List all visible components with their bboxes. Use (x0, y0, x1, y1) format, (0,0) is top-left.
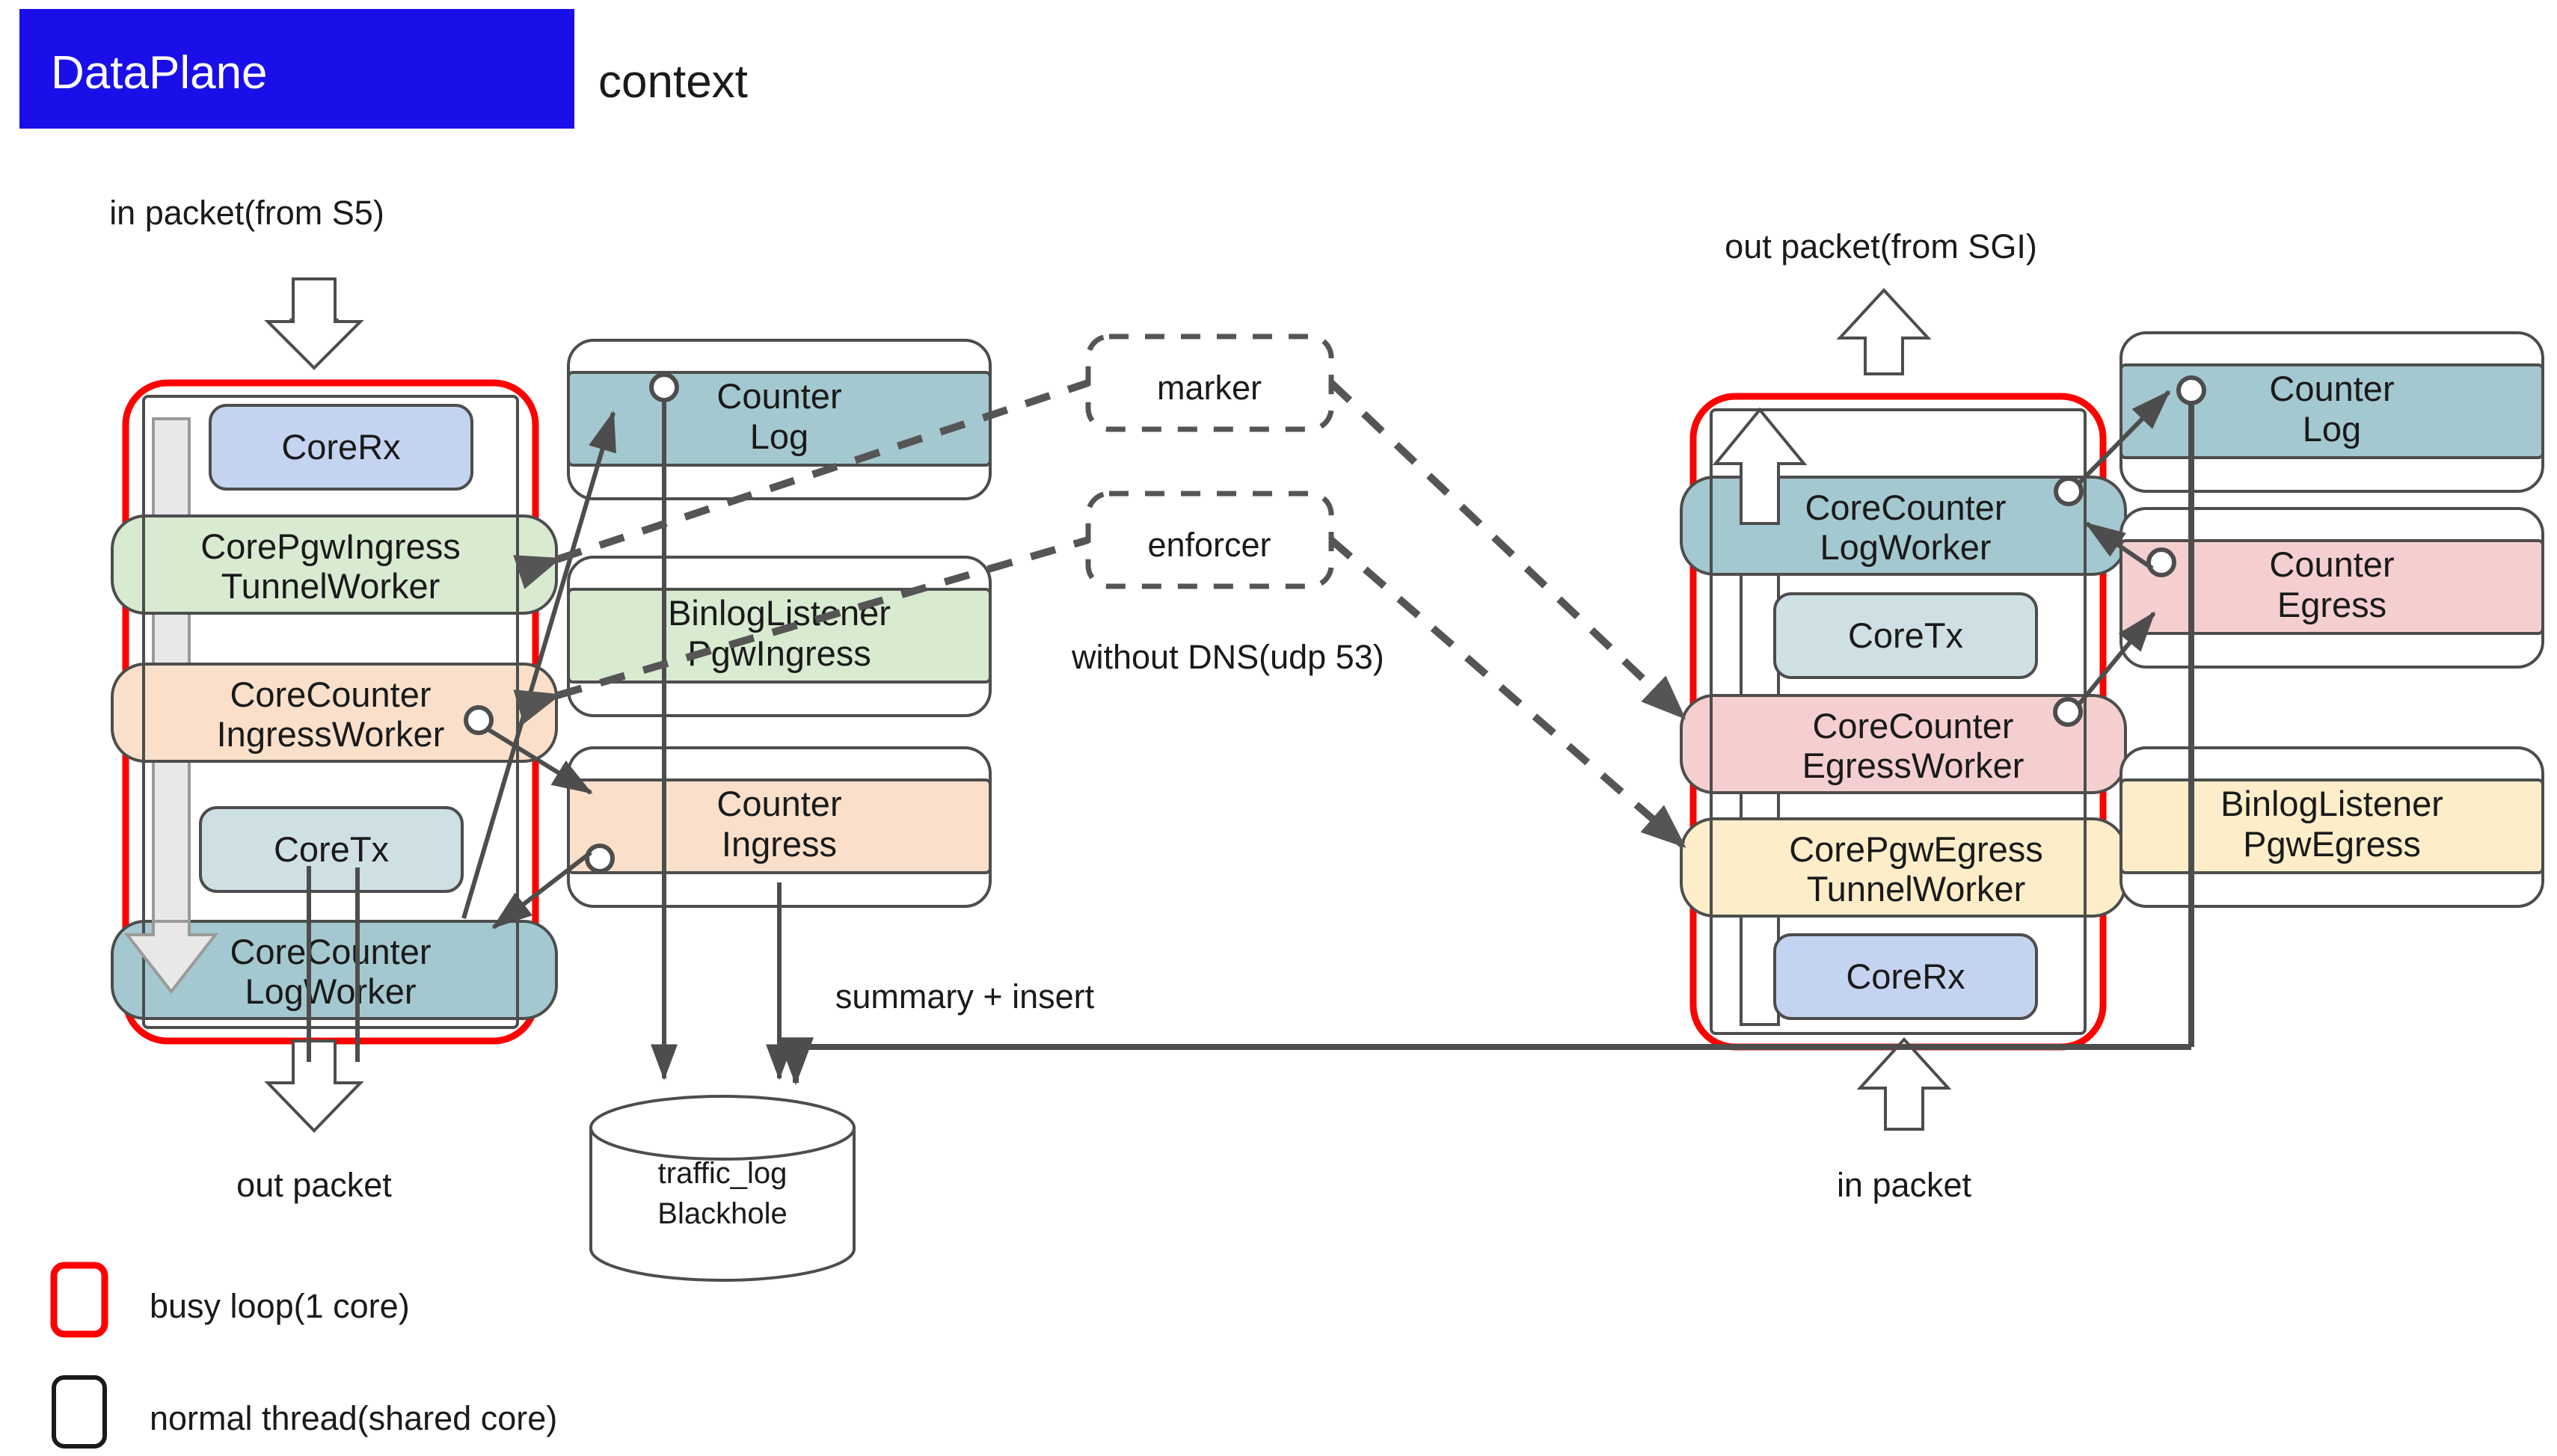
db-label-2: Blackhole (657, 1197, 787, 1230)
left-core-counter-log-worker-label-1: CoreCounter (230, 932, 431, 971)
right-counter-egress-socket (2146, 547, 2176, 577)
conn-dashed-enforcer-to-counter-ingress-worker (513, 536, 1090, 725)
conn-left-logworker-to-counterlog (461, 411, 616, 919)
right-logworker-socket (2054, 476, 2084, 506)
left-thread-counter-ingress-label-2: Ingress (722, 824, 837, 864)
right-core-pgw-egress-tunnel-worker-label-1: CorePgwEgress (1789, 829, 2043, 869)
legend-busy-loop-swatch (50, 1262, 108, 1338)
enforcer-label: enforcer (1147, 526, 1271, 564)
right-core-counter-egress-worker-inner (1710, 694, 2087, 794)
left-thread-counter-ingress[interactable] (567, 778, 992, 874)
left-thread-counter-log-label-1: Counter (716, 376, 841, 416)
out-packet-sgi-label: out packet(from SGI) (1725, 227, 2037, 265)
ingress-flow-arrow-head (123, 920, 219, 995)
dataplane-banner-label: DataPlane (51, 47, 268, 99)
traffic-log-blackhole-db[interactable]: traffic_log Blackhole (589, 1095, 856, 1282)
left-thread-binlog-listener-pgw-ingress[interactable] (567, 588, 992, 684)
db-cylinder-top (589, 1095, 856, 1161)
left-thread-column: Counter Log BinlogListener PgwIngress Co… (567, 339, 992, 908)
conn-left-coretx-bracket (307, 867, 360, 1062)
without-dns-label: without DNS(udp 53) (1071, 638, 1384, 676)
right-thread-binlog-listener-pgw-egress[interactable] (2119, 778, 2544, 874)
left-core-tx[interactable] (199, 806, 464, 893)
right-thread-counter-log-label-2: Log (2303, 409, 2361, 449)
legend-normal-thread-label: normal thread(shared core) (150, 1399, 557, 1437)
in-packet-right-label: in packet (1837, 1166, 1972, 1204)
right-thread-counter-egress-label-1: Counter (2269, 544, 2394, 584)
conn-left-counteringress-to-logworker (491, 850, 592, 930)
legend-normal-thread-swatch (52, 1375, 107, 1449)
dataplane-banner (19, 9, 574, 129)
right-core-pgw-egress-tunnel-worker-label-2: TunnelWorker (1807, 869, 2026, 909)
left-core-pgw-ingress-tunnel-worker-label-1: CorePgwIngress (200, 526, 460, 566)
out-packet-sgi-arrow (1836, 288, 1932, 375)
left-core-counter-ingress-worker-inner (142, 663, 519, 763)
conn-right-logworker-to-counterlog (2075, 390, 2171, 487)
left-core-tx-label: CoreTx (274, 829, 389, 869)
legend-busy-loop-label: busy loop(1 core) (150, 1287, 410, 1325)
right-core-counter-egress-worker-label-1: CoreCounter (1812, 706, 2013, 746)
left-thread-counter-ingress-label-1: Counter (716, 784, 841, 823)
right-thread-counter-log-label-1: Counter (2269, 369, 2394, 408)
page-title: context (598, 56, 748, 108)
right-egressworker-socket (2053, 697, 2083, 727)
right-thread-counter-log[interactable] (2119, 363, 2544, 459)
right-core-counter-log-worker-label-1: CoreCounter (1805, 488, 2006, 527)
right-core-tx-label: CoreTx (1848, 615, 1963, 655)
left-counter-log-socket (649, 372, 679, 402)
right-core-tx[interactable] (1773, 592, 2038, 679)
right-thread-counter-egress-label-2: Egress (2277, 585, 2386, 624)
right-thread-binlog-label-1: BinlogListener (2220, 784, 2443, 823)
left-thread-binlog-label-2: PgwIngress (687, 633, 871, 673)
in-packet-right-arrow (1856, 1037, 1952, 1131)
right-core-counter-egress-worker-label-2: EgressWorker (1802, 746, 2025, 785)
out-packet-left-arrow (264, 1039, 364, 1133)
marker-label: marker (1157, 369, 1262, 407)
right-thread-column: Counter Log Counter Egress BinlogListene… (2119, 331, 2544, 908)
left-core-rx[interactable] (209, 404, 473, 491)
in-packet-s5-arrow-shape (264, 277, 364, 370)
conn-left-ingressworker-to-counteringress (486, 727, 593, 795)
left-ingressworker-socket (464, 705, 494, 735)
left-core-counter-ingress-worker-label-2: IngressWorker (217, 714, 445, 754)
egress-busy-loop-panel: CoreCounter LogWorker CoreTx CoreCounter… (1680, 393, 2127, 1051)
summary-insert-label: summary + insert (835, 977, 1095, 1016)
right-thread-counter-egress[interactable] (2119, 539, 2544, 635)
egress-flow-arrow-head (1712, 407, 1808, 525)
left-thread-binlog-label-1: BinlogListener (668, 593, 891, 633)
conn-dashed-enforcer-to-pgw-egress (1328, 537, 1686, 848)
left-core-counter-log-worker-label-2: LogWorker (245, 971, 416, 1011)
right-counter-log-socket (2176, 375, 2206, 405)
left-core-pgw-ingress-tunnel-worker-label-2: TunnelWorker (221, 566, 441, 606)
right-core-rx[interactable] (1773, 933, 2038, 1020)
conn-right-egressworker-to-counteregress (2075, 611, 2156, 707)
conn-dashed-marker-to-egress-worker (1328, 380, 1686, 720)
left-thread-counter-log-label-2: Log (750, 417, 808, 456)
left-core-rx-label: CoreRx (281, 427, 400, 467)
db-cylinder-body (589, 1126, 856, 1282)
right-core-pgw-egress-tunnel-worker-inner (1710, 817, 2087, 918)
right-core-rx-label: CoreRx (1846, 956, 1965, 996)
left-counter-ingress-socket (585, 844, 615, 873)
right-core-counter-log-worker-label-2: LogWorker (1820, 527, 1991, 567)
right-thread-binlog-label-2: PgwEgress (2243, 824, 2421, 864)
conn-right-counteregress-to-logworker (2084, 521, 2154, 571)
db-label-1: traffic_log (658, 1157, 788, 1190)
conn-dashed-marker-to-ingress-tunnel (513, 379, 1090, 589)
left-core-counter-ingress-worker-label-1: CoreCounter (230, 675, 431, 714)
in-packet-s5-label: in packet(from S5) (109, 194, 384, 232)
out-packet-left-label: out packet (236, 1166, 392, 1204)
